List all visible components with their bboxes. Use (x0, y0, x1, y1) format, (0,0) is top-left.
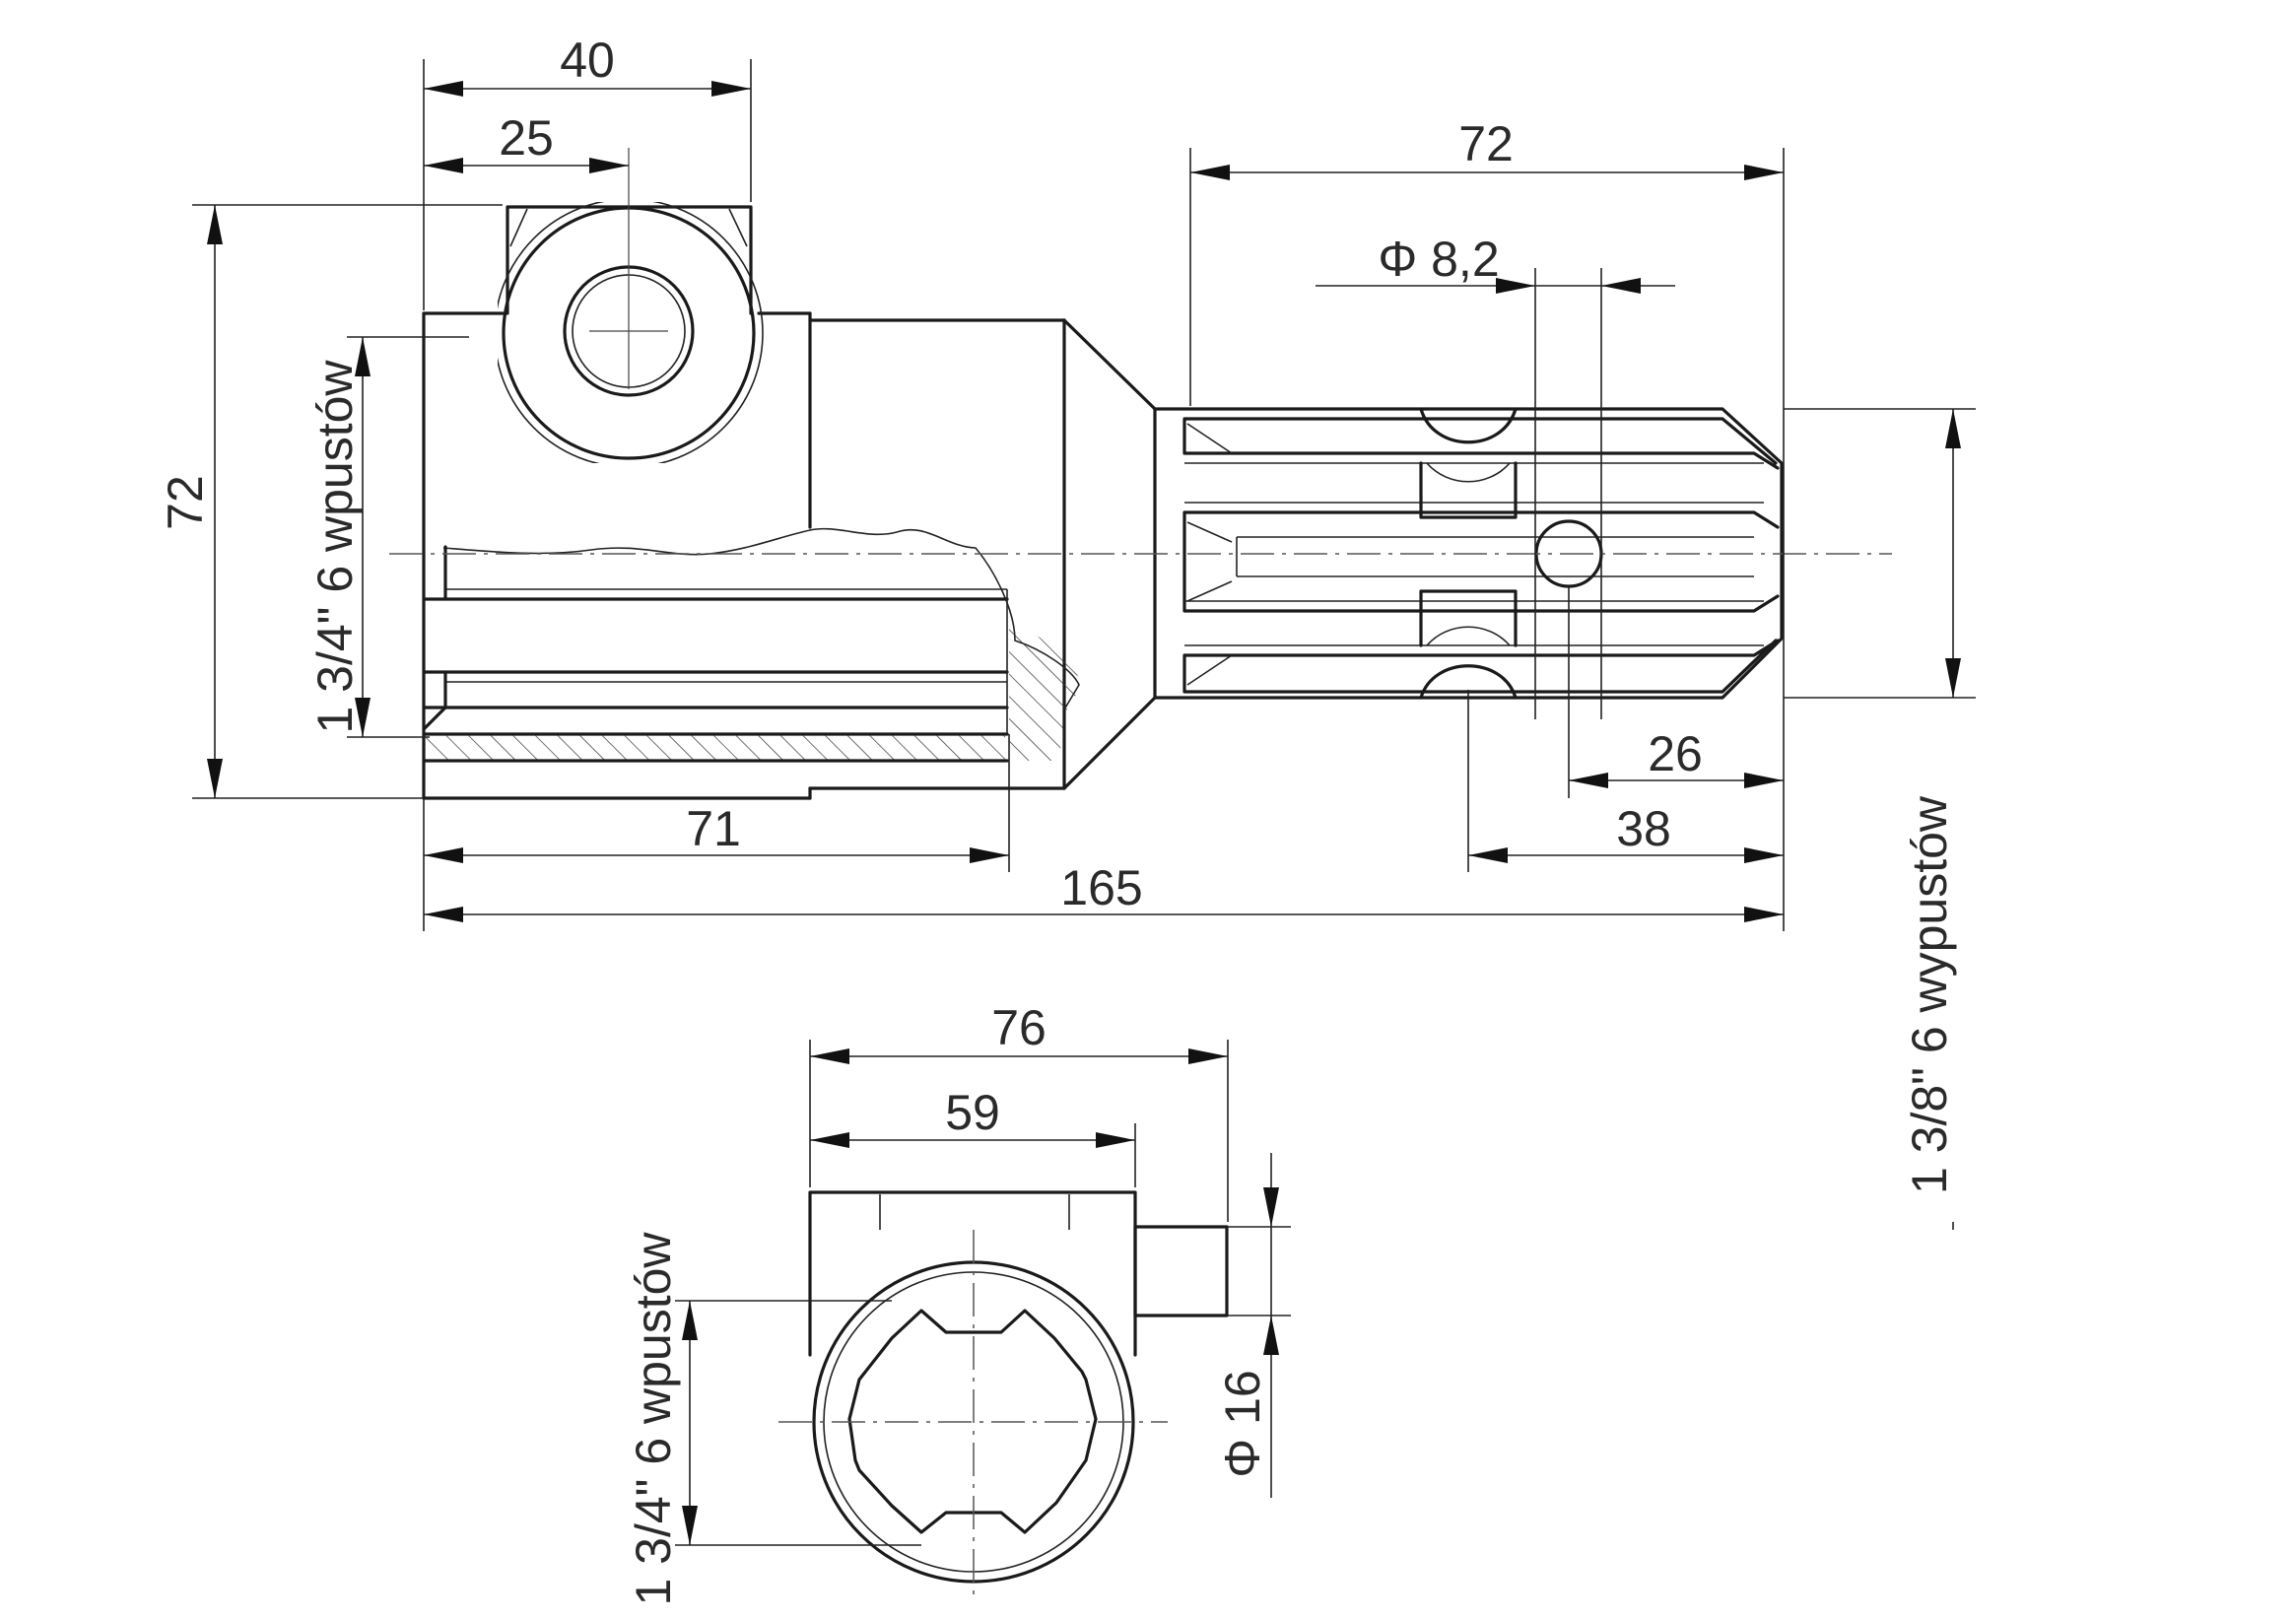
dim-40-label: 40 (560, 33, 615, 88)
dim-165-label: 165 (1060, 860, 1142, 915)
dim-bolt-diameter-label: Φ 16 (1215, 1370, 1270, 1477)
dim-26-label: 26 (1648, 726, 1703, 781)
bore-lines (422, 545, 1079, 763)
spline-shaft (1153, 407, 1784, 700)
dim-71-label: 71 (686, 801, 741, 856)
bolt-boss (498, 148, 764, 463)
dim-38-label: 38 (1616, 801, 1671, 856)
dim-76-label: 76 (991, 1000, 1047, 1055)
shaft-spline-label: 1 3/8" 6 wypustów (1902, 795, 1957, 1194)
dimensions: 40 25 72 1 3/4" 6 wpustów 72 Φ 8,2 (158, 33, 1976, 1606)
end-view (778, 1190, 1229, 1596)
dim-72-spline-label: 72 (1458, 116, 1514, 171)
dim-25-label: 25 (499, 110, 554, 166)
bore-spline-end-label: 1 3/4" 6 wpustów (626, 1232, 681, 1606)
dim-59-label: 59 (945, 1085, 1000, 1140)
dim-hole-diameter-label: Φ 8,2 (1378, 232, 1499, 287)
bore-spline-side-label: 1 3/4" 6 wpustów (307, 360, 363, 734)
side-view (389, 148, 1892, 800)
dim-72-height-label: 72 (158, 475, 213, 530)
